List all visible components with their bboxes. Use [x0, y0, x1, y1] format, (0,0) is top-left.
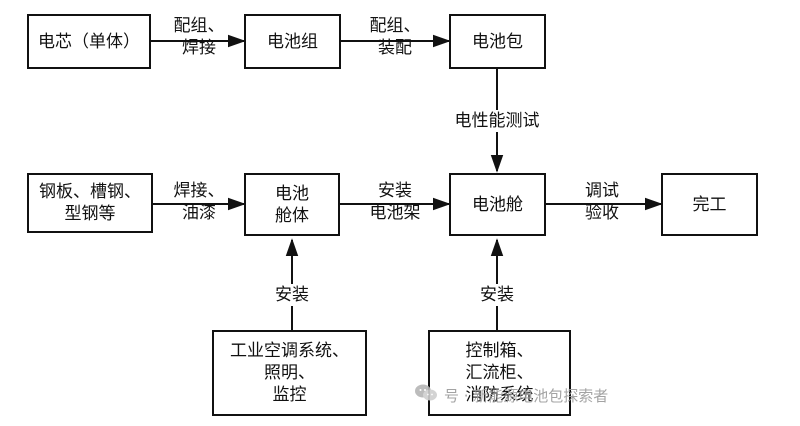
node-module: 电池组 [244, 14, 341, 69]
watermark-text: 号 · 新能源电池包探索者 [444, 386, 609, 405]
node-cabin-body-line-2: 舱体 [275, 205, 309, 226]
node-pack-line: 电池包 [472, 31, 523, 52]
label-body-cabin: 安装 电池架 [350, 180, 440, 224]
node-done: 完工 [661, 173, 758, 236]
node-equip1-text: 工业空调系统、 照明、 监控 [230, 340, 349, 406]
node-done-text: 完工 [693, 194, 727, 216]
node-cabin-text: 电池舱 [472, 194, 523, 216]
node-cabin-body: 电池 舱体 [244, 173, 340, 236]
node-equip2-line-1: 控制箱、 [465, 341, 534, 361]
label-cell-module-line-1: 配组、 [173, 16, 225, 36]
label-module-pack-line-2: 装配 [378, 38, 412, 58]
node-cell-text: 电芯（单体） [38, 31, 140, 53]
node-cabin-body-text: 电池 舱体 [275, 183, 309, 227]
label-equip1-body: 安装 [264, 284, 320, 306]
label-steel-body-line-1: 焊接、 [173, 181, 225, 201]
label-pack-cabin: 电性能测试 [440, 110, 554, 132]
watermark: 号 · 新能源电池包探索者 [414, 381, 608, 409]
label-steel-body-line-2: 油漆 [182, 203, 216, 223]
node-equip1-line-1: 工业空调系统、 [230, 341, 349, 361]
label-body-cabin-line-2: 电池架 [369, 203, 421, 223]
label-equip2-cabin: 安装 [469, 284, 525, 306]
label-equip2-cabin-line: 安装 [480, 285, 514, 305]
wechat-icon [414, 383, 438, 407]
label-cabin-done: 调试 验收 [562, 180, 642, 224]
node-cabin: 电池舱 [449, 173, 546, 236]
label-steel-body: 焊接、 油漆 [160, 180, 238, 224]
node-done-line: 完工 [692, 194, 727, 215]
label-pack-cabin-line: 电性能测试 [454, 111, 540, 131]
node-module-line: 电池组 [267, 31, 318, 52]
node-cabin-line: 电池舱 [472, 194, 523, 215]
node-equip2: 控制箱、 汇流柜、 消防系统 [428, 330, 571, 416]
label-equip1-body-line: 安装 [275, 285, 309, 305]
label-cabin-done-line-1: 调试 [585, 181, 619, 201]
label-module-pack: 配组、 装配 [356, 15, 434, 59]
node-cell: 电芯（单体） [27, 14, 151, 69]
node-equip1-line-3: 监控 [272, 385, 307, 405]
node-equip2-line-2: 汇流柜、 [465, 363, 534, 383]
node-equip1: 工业空调系统、 照明、 监控 [212, 330, 367, 416]
label-cell-module-line-2: 焊接 [182, 38, 216, 58]
node-cell-line: 电芯（单体） [38, 31, 140, 52]
node-steel: 钢板、槽钢、 型钢等 [27, 173, 153, 233]
label-cabin-done-line-2: 验收 [585, 203, 619, 223]
node-module-text: 电池组 [267, 31, 318, 53]
node-steel-text: 钢板、槽钢、 型钢等 [39, 181, 141, 225]
node-equip2-text: 控制箱、 汇流柜、 消防系统 [466, 340, 534, 406]
node-equip2-line-3: 消防系统 [465, 385, 534, 405]
node-pack-text: 电池包 [472, 31, 523, 53]
label-module-pack-line-1: 配组、 [369, 16, 421, 36]
node-steel-line-1: 钢板、槽钢、 [39, 182, 141, 202]
node-equip1-line-2: 照明、 [264, 363, 315, 383]
label-cell-module: 配组、 焊接 [160, 15, 238, 59]
node-cabin-body-line-1: 电池 [275, 183, 309, 204]
label-body-cabin-line-1: 安装 [378, 181, 412, 201]
node-steel-line-2: 型钢等 [64, 204, 116, 224]
node-pack: 电池包 [449, 14, 546, 69]
